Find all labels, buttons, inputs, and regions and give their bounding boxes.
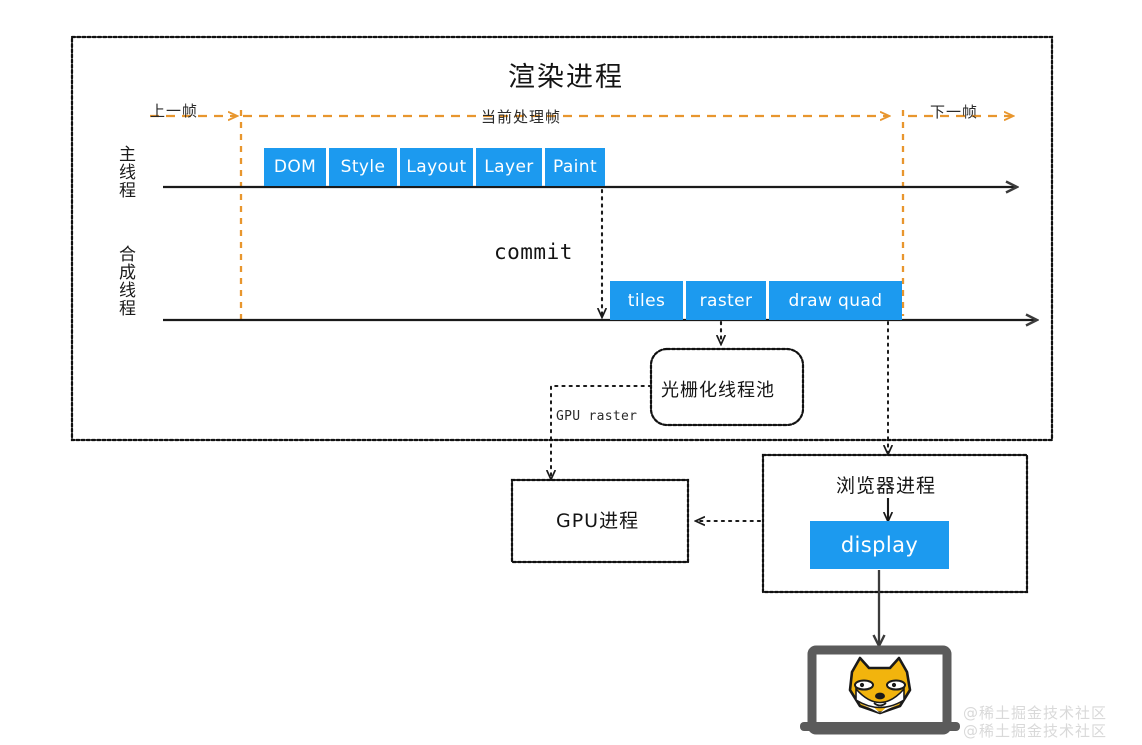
- task-chip-layout[interactable]: Layout: [400, 148, 473, 186]
- browser-process-box: [761, 453, 1029, 594]
- label-current-frame: 当前处理帧: [481, 108, 562, 126]
- task-chip-label: DOM: [273, 157, 317, 177]
- task-chip-label: raster: [699, 290, 753, 311]
- task-chip-label: Layer: [484, 157, 534, 177]
- task-chip-label: Style: [340, 157, 386, 177]
- label-gpu-process: GPU进程: [556, 510, 640, 532]
- page-title: 渲染进程: [508, 62, 624, 93]
- doge-face-icon: [848, 656, 912, 715]
- task-chip-layer[interactable]: Layer: [476, 148, 542, 186]
- task-chip-draw-quad[interactable]: draw quad: [769, 281, 902, 320]
- task-chip-label: Paint: [552, 157, 598, 177]
- task-chip-dom[interactable]: DOM: [264, 148, 326, 186]
- watermark-line-1: @稀土掘金技术社区: [963, 704, 1108, 722]
- label-browser-process: 浏览器进程: [836, 475, 937, 497]
- label-raster-thread-pool: 光栅化线程池: [661, 380, 775, 401]
- display-chip-label: display: [840, 533, 919, 557]
- label-prev-frame: 上一帧: [150, 102, 199, 120]
- task-chip-label: tiles: [627, 290, 666, 311]
- task-chip-paint[interactable]: Paint: [545, 148, 605, 186]
- task-chip-style[interactable]: Style: [329, 148, 397, 186]
- renderer-process-container: [70, 35, 1054, 442]
- label-next-frame: 下一帧: [930, 103, 979, 121]
- gpu-process-box: [510, 478, 690, 564]
- laptop-icon: [800, 645, 960, 735]
- gpu-raster-path: [551, 385, 652, 478]
- label-main-thread: 主线程: [115, 145, 136, 199]
- task-chip-label: draw quad: [788, 290, 883, 311]
- task-chip-label: Layout: [406, 157, 467, 177]
- label-compositor-thread: 合成线程: [115, 245, 136, 317]
- label-gpu-raster: GPU raster: [556, 409, 638, 424]
- task-chip-tiles[interactable]: tiles: [610, 281, 683, 320]
- label-commit: commit: [494, 240, 573, 264]
- display-chip[interactable]: display: [810, 521, 949, 569]
- watermark-line-2: @稀土掘金技术社区: [963, 722, 1108, 740]
- task-chip-raster[interactable]: raster: [686, 281, 766, 320]
